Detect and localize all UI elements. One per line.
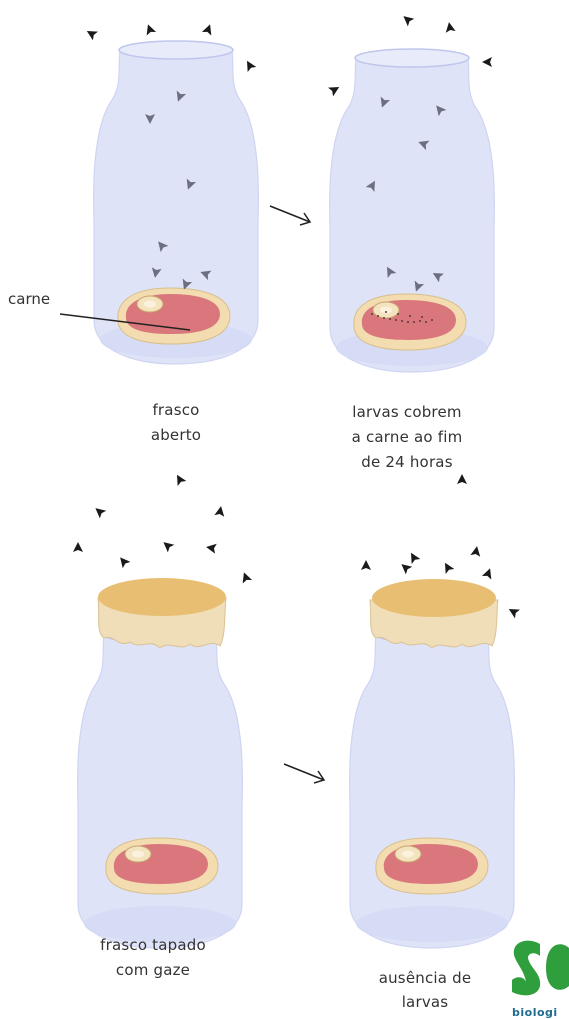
meat-with-larvae [354, 294, 466, 350]
logo [512, 941, 569, 996]
gauze-cover-right [370, 579, 498, 648]
caption-open-jar-result-line-1: larvas cobrem [324, 400, 490, 425]
carne-label: carne [8, 290, 50, 308]
meat-open-jar [118, 288, 230, 344]
jar-covered-result [350, 625, 515, 948]
caption-open-jar-line-2: aberto [106, 423, 246, 448]
caption-covered-jar-result-line-1: ausência de [350, 966, 500, 990]
caption-covered-jar: frasco tapado com gaze [70, 933, 236, 983]
logo-text: biologi [512, 1006, 558, 1019]
gauze-cover-left [98, 578, 226, 648]
caption-open-jar: frasco aberto [106, 398, 246, 448]
meat-covered-result [376, 838, 488, 894]
arrow-bottom [284, 764, 324, 783]
caption-covered-jar-result: ausência de larvas [350, 966, 500, 1014]
caption-open-jar-result: larvas cobrem a carne ao fim de 24 horas [324, 400, 490, 475]
meat-covered-jar [106, 838, 218, 894]
arrow-top [270, 206, 310, 225]
caption-open-jar-result-line-2: a carne ao fim [324, 425, 490, 450]
caption-open-jar-line-1: frasco [106, 398, 246, 423]
caption-covered-jar-line-1: frasco tapado [70, 933, 236, 958]
caption-covered-jar-result-line-2: larvas [350, 990, 500, 1014]
caption-open-jar-result-line-3: de 24 horas [324, 450, 490, 475]
caption-covered-jar-line-2: com gaze [70, 958, 236, 983]
flies-outside-covered [73, 472, 252, 583]
jar-covered [78, 625, 243, 948]
